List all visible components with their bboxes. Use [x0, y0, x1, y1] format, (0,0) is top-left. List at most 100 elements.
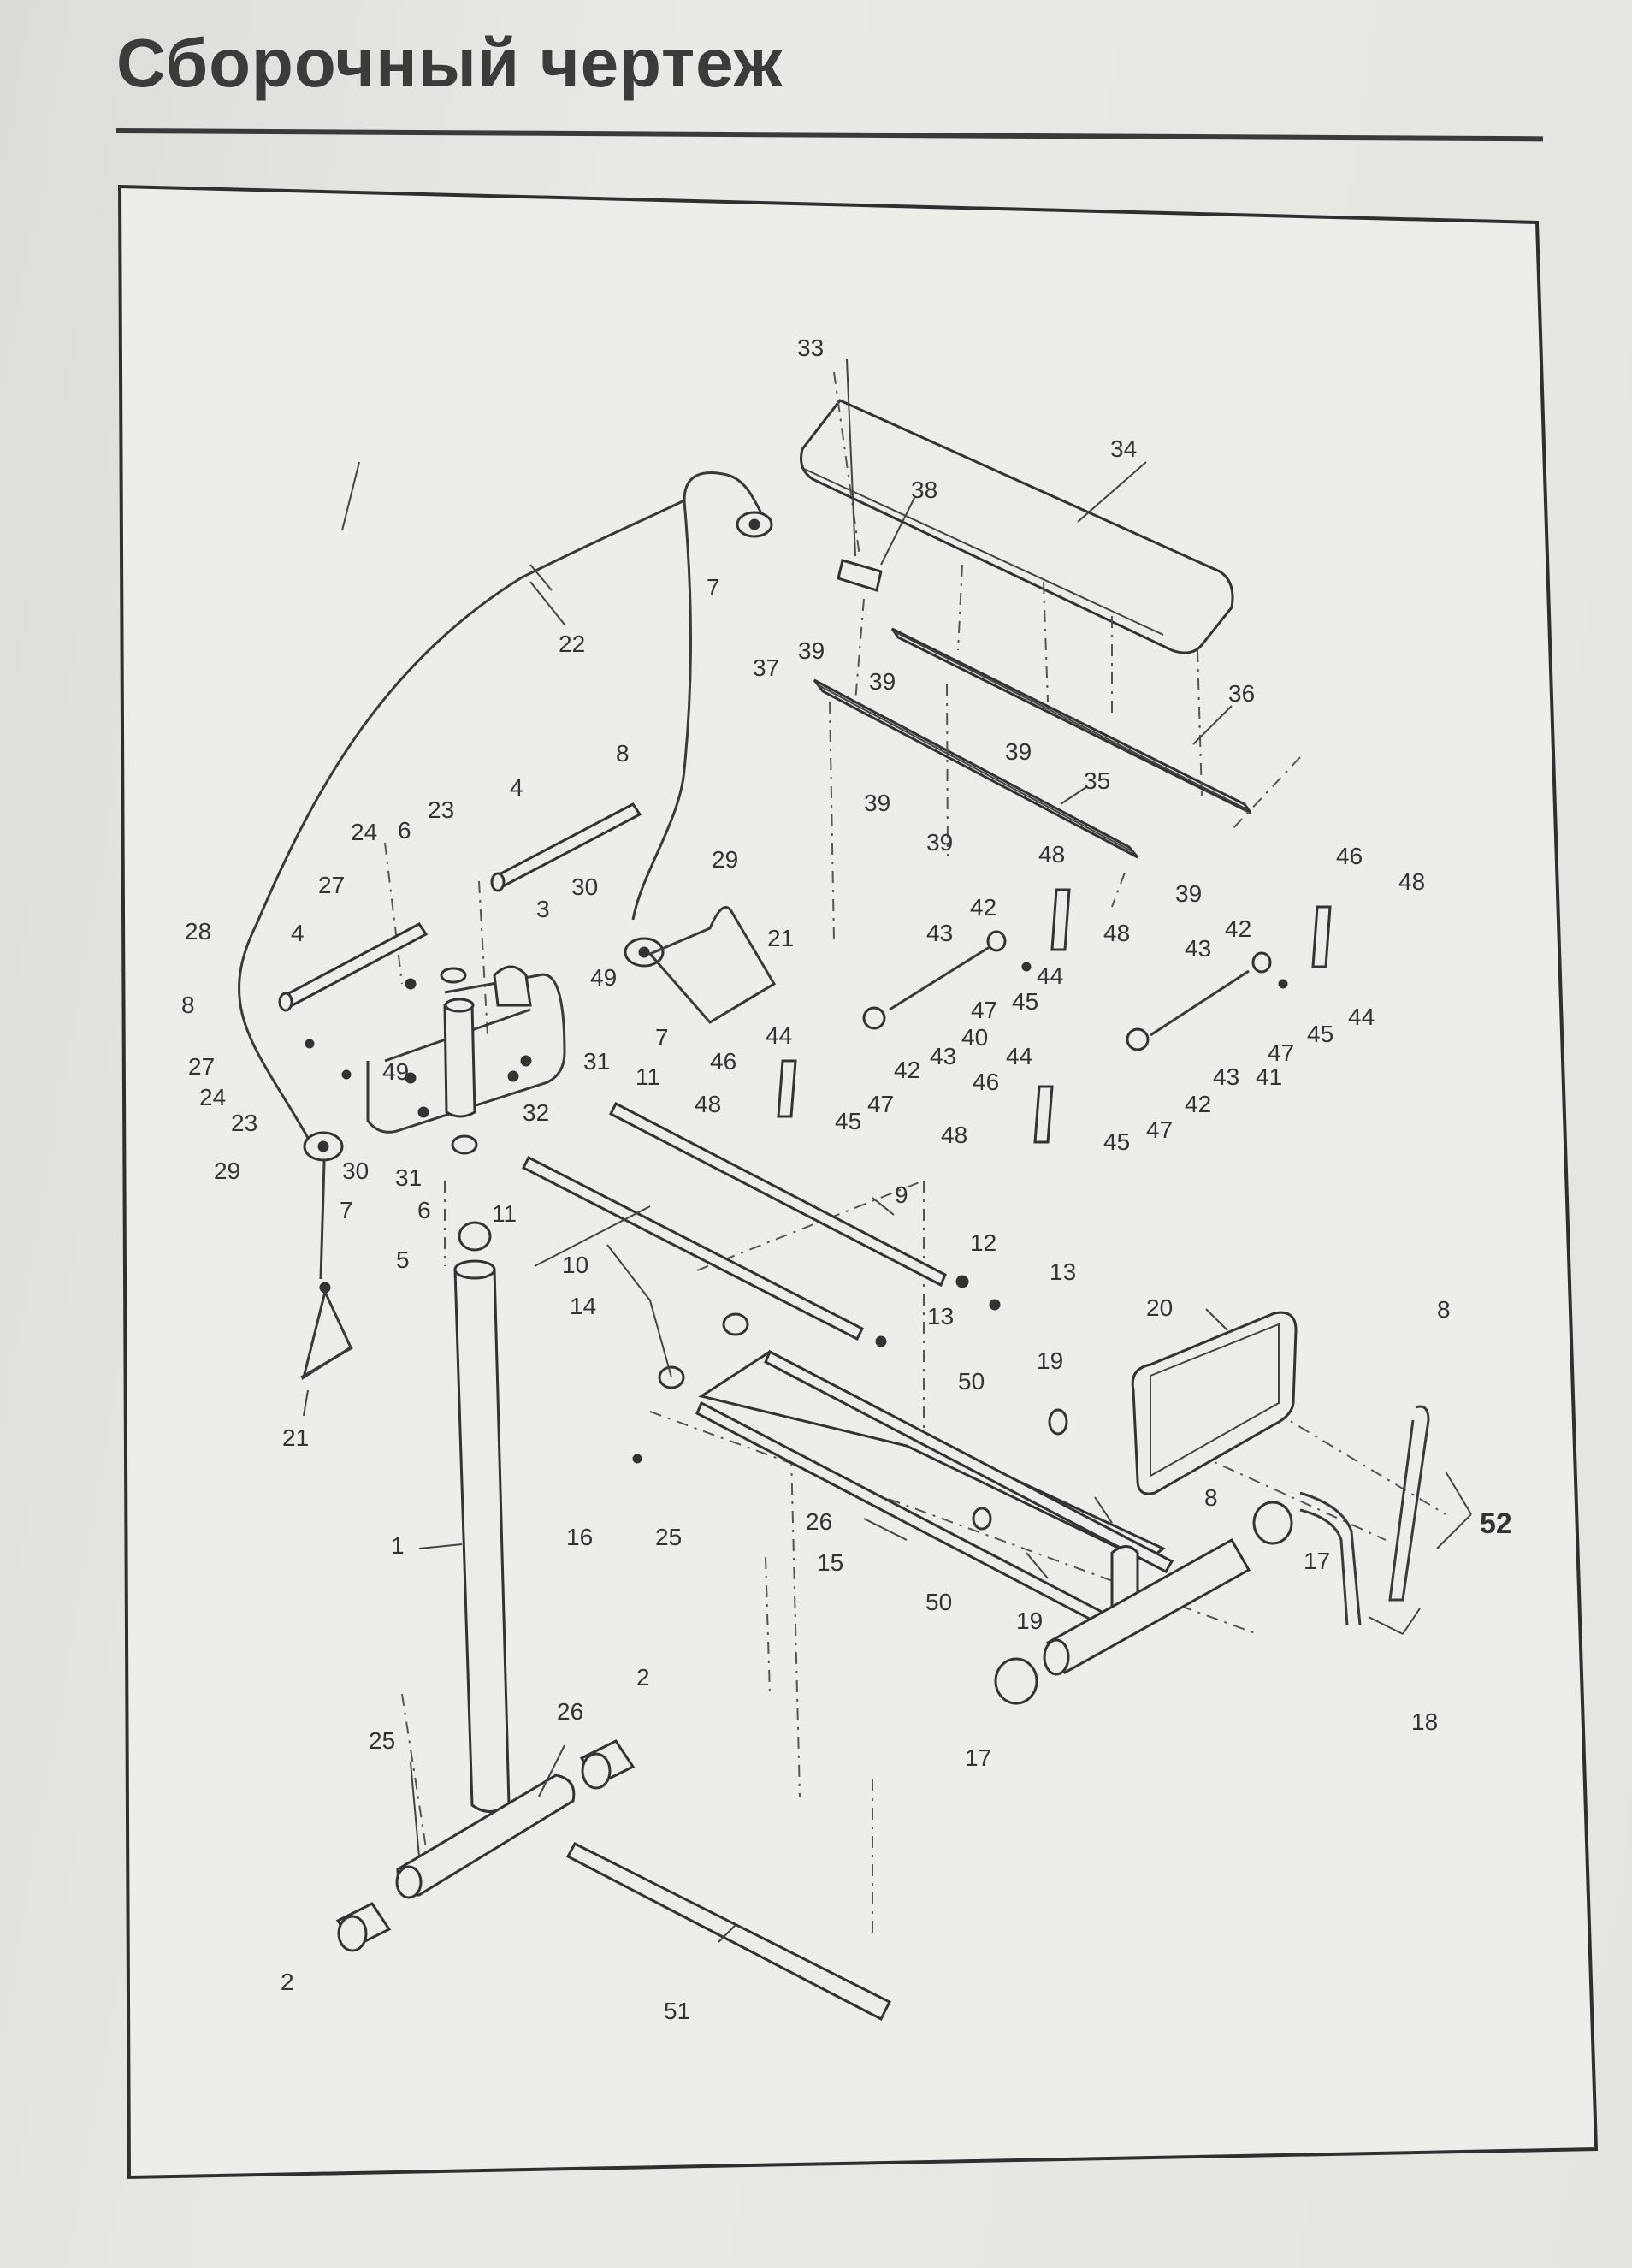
label-4: 4 [510, 774, 523, 801]
label-45: 45 [1307, 1021, 1333, 1047]
rod-4-left [278, 922, 429, 1012]
label-44: 44 [1348, 1004, 1375, 1030]
label-13: 13 [1050, 1258, 1076, 1285]
label-49: 49 [590, 964, 617, 991]
label-45: 45 [835, 1108, 861, 1134]
label-10: 10 [562, 1252, 588, 1278]
arm-assembly-3 [305, 965, 566, 1252]
label-5: 5 [396, 1247, 410, 1273]
handle-21-left [300, 1282, 353, 1381]
label-21: 21 [282, 1424, 309, 1451]
foot-cap-17-b [994, 1657, 1038, 1705]
label-6: 6 [417, 1197, 431, 1223]
frame-15 [632, 1312, 1174, 1625]
label-40: 40 [961, 1024, 988, 1051]
base-cap-2-right [579, 1739, 636, 1790]
label-35: 35 [1084, 767, 1110, 794]
label-11: 11 [492, 1200, 517, 1227]
label-7: 7 [707, 574, 720, 601]
label-8: 8 [1437, 1296, 1451, 1323]
label-26: 26 [557, 1698, 583, 1725]
label-6: 6 [398, 817, 411, 844]
label-7: 7 [655, 1024, 669, 1051]
label-19: 19 [1037, 1347, 1063, 1374]
label-43: 43 [930, 1043, 956, 1069]
label-42: 42 [1185, 1091, 1211, 1117]
label-49: 49 [382, 1058, 409, 1085]
label-25: 25 [655, 1524, 682, 1550]
label-44: 44 [766, 1022, 792, 1049]
pulley-7-low [303, 1131, 344, 1162]
frame-post-foot [1043, 1537, 1251, 1676]
label-47: 47 [867, 1091, 894, 1117]
foot-cap-17-a [1252, 1501, 1293, 1545]
label-48: 48 [1398, 868, 1425, 895]
label-52: 52 [1480, 1507, 1512, 1540]
label-47: 47 [971, 997, 997, 1023]
rod-10 [521, 1155, 887, 1347]
label-33: 33 [797, 335, 824, 361]
bolt-41 [1126, 969, 1250, 1051]
label-3: 3 [536, 896, 550, 922]
label-42: 42 [894, 1057, 920, 1083]
label-15: 15 [817, 1549, 843, 1576]
label-29: 29 [214, 1158, 240, 1184]
label-39: 39 [798, 637, 825, 664]
label-28: 28 [185, 918, 211, 945]
label-38: 38 [911, 477, 937, 503]
bracket-38 [837, 559, 883, 592]
label-24: 24 [199, 1084, 226, 1110]
label-7: 7 [340, 1197, 353, 1223]
label-18: 18 [1411, 1708, 1438, 1735]
label-45: 45 [1012, 988, 1038, 1015]
label-17: 17 [1304, 1548, 1330, 1574]
label-31: 31 [395, 1164, 422, 1191]
label-2: 2 [636, 1664, 650, 1691]
label-29: 29 [712, 846, 738, 873]
label-30: 30 [342, 1158, 369, 1184]
label-30: 30 [571, 873, 598, 900]
label-1: 1 [391, 1532, 405, 1559]
page-title: Сборочный чертеж [116, 25, 783, 101]
seat-rail-35 [813, 678, 1139, 859]
label-43: 43 [1185, 935, 1211, 962]
leg-pad-20 [1131, 1311, 1298, 1495]
label-20: 20 [1146, 1294, 1173, 1321]
label-46: 46 [710, 1048, 736, 1075]
brackets-44 [777, 888, 1332, 1144]
bolt-40 [862, 944, 993, 1030]
label-27: 27 [188, 1053, 215, 1080]
label-34: 34 [1110, 435, 1137, 462]
label-42: 42 [970, 894, 996, 921]
label-24: 24 [351, 819, 377, 845]
label-50: 50 [958, 1368, 985, 1395]
label-14: 14 [570, 1293, 596, 1319]
part-number-labels: 33 34 38 7 22 39 37 39 36 39 8 35 39 23 … [181, 335, 1512, 2024]
label-21: 21 [767, 925, 794, 951]
leg-bar-18 [1299, 1405, 1430, 1626]
label-39: 39 [869, 668, 896, 695]
label-41: 41 [1256, 1063, 1282, 1090]
leader-lines [303, 358, 1472, 1943]
label-23: 23 [428, 796, 454, 823]
label-4: 4 [291, 920, 305, 946]
label-48: 48 [1038, 841, 1065, 868]
label-39: 39 [1175, 880, 1202, 907]
base-tube [395, 1774, 576, 1899]
label-39: 39 [1005, 738, 1032, 765]
base-cap-2-left [335, 1902, 392, 1952]
label-48: 48 [1103, 920, 1130, 946]
label-48: 48 [695, 1091, 721, 1117]
rod-4-top [490, 802, 642, 892]
label-31: 31 [583, 1048, 610, 1075]
handle-21-right [647, 906, 777, 1024]
label-45: 45 [1103, 1128, 1130, 1155]
label-39: 39 [926, 829, 953, 856]
label-44: 44 [1006, 1043, 1032, 1069]
label-26: 26 [806, 1508, 832, 1535]
label-13: 13 [927, 1303, 954, 1329]
label-17: 17 [965, 1744, 991, 1771]
label-16: 16 [566, 1524, 593, 1550]
label-47: 47 [1146, 1116, 1173, 1143]
